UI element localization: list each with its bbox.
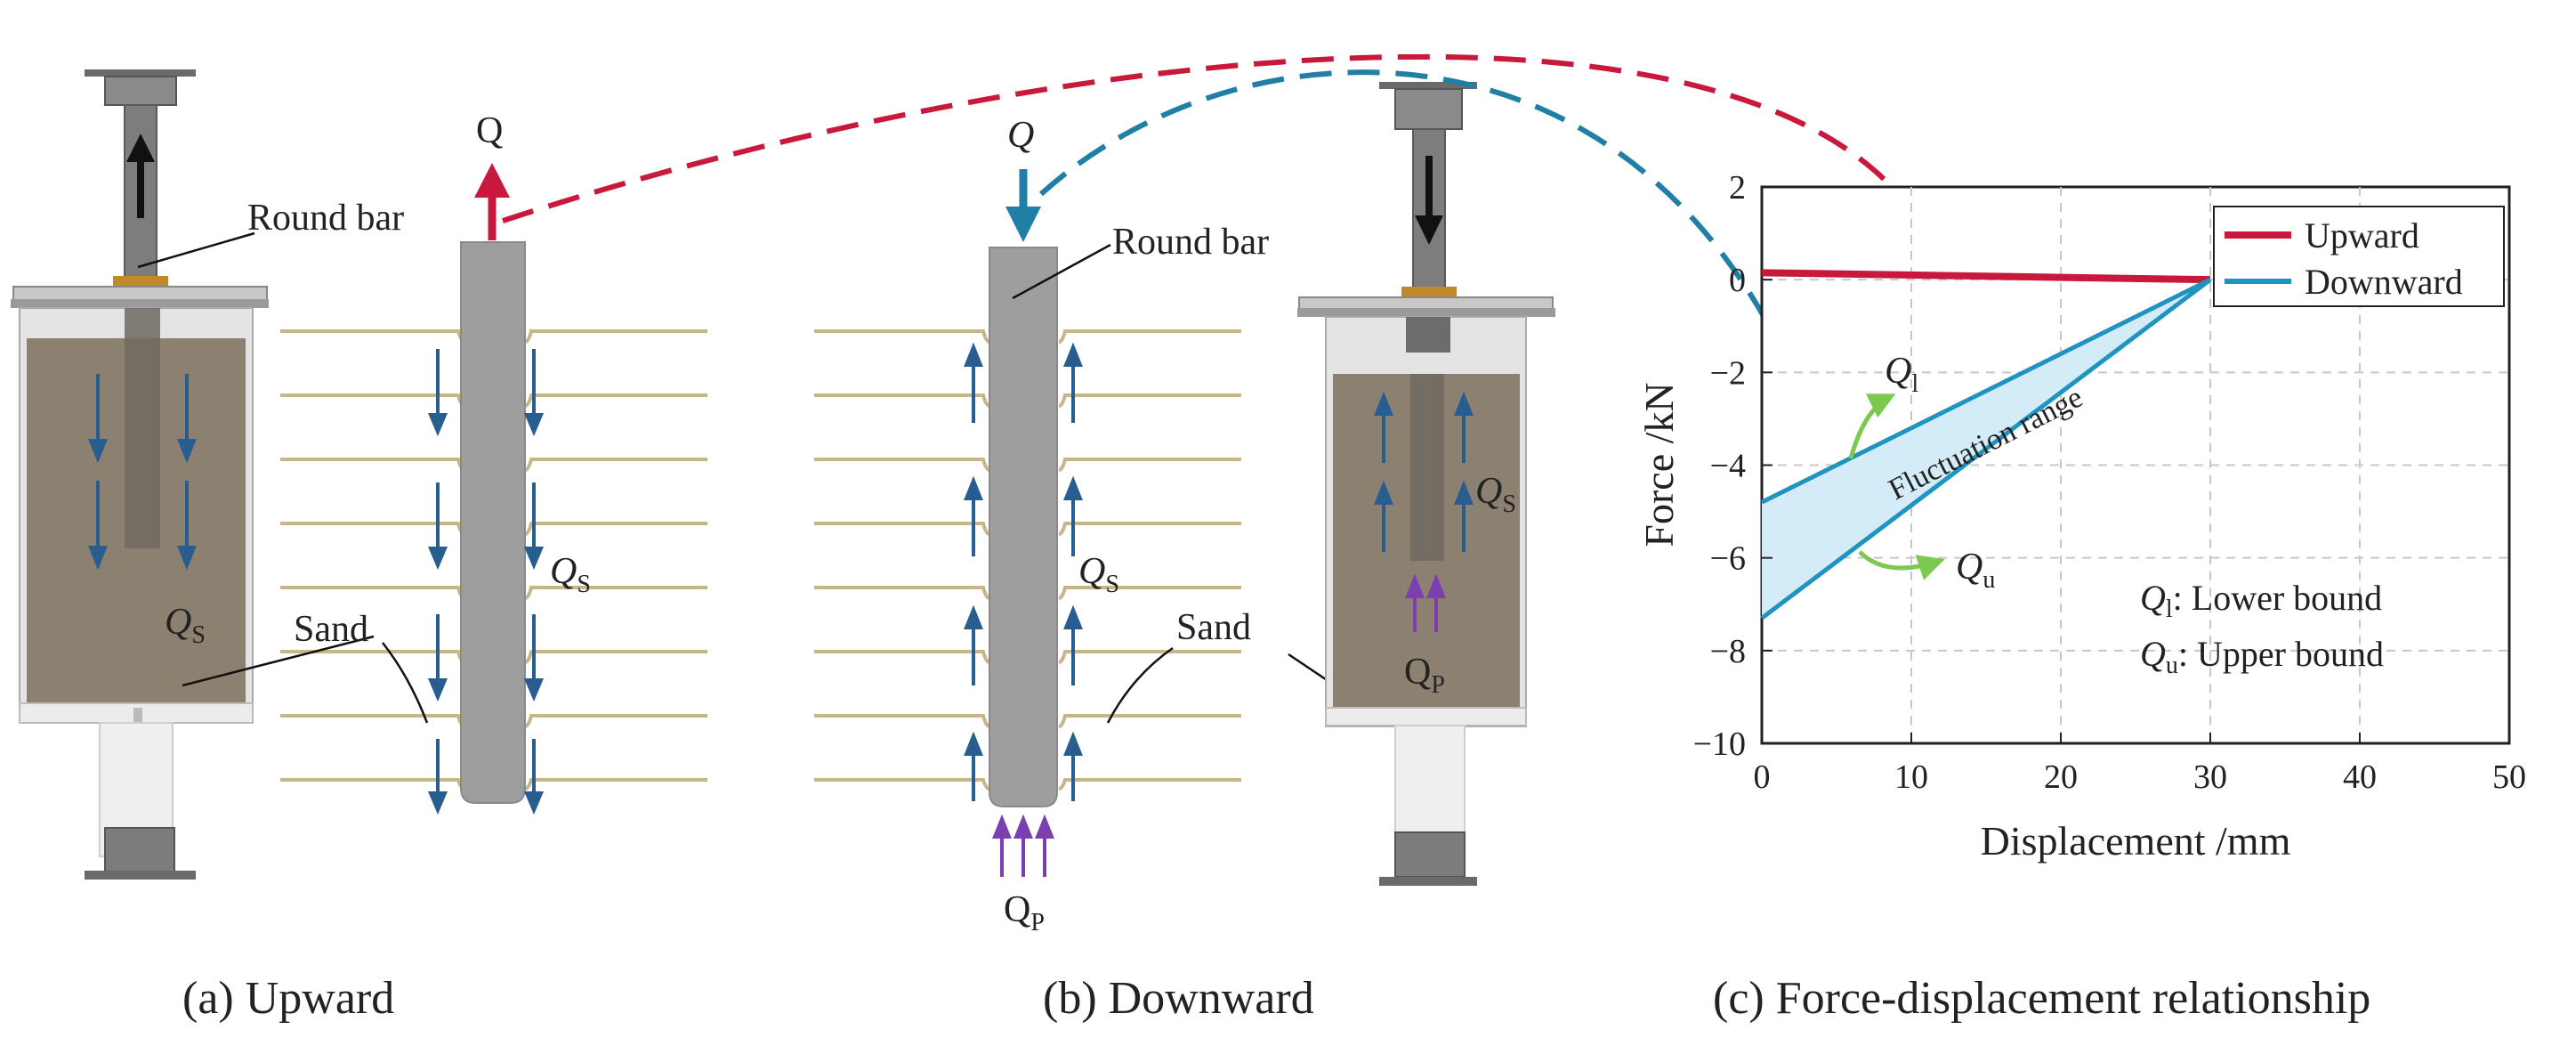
x-tick-label-0: 0 <box>1754 758 1771 796</box>
legend-upward: Upward <box>2305 215 2419 255</box>
qu-arrow <box>1858 550 1945 580</box>
legend: Upward Downward <box>2213 206 2505 307</box>
y-tick-label-6: −10 <box>1693 726 1746 763</box>
round-bar-label-b: Round bar <box>1112 222 1269 263</box>
y-tick-label-3: −4 <box>1710 448 1746 485</box>
base-resistance-label-b2: QP <box>1404 652 1445 699</box>
series-line-0 <box>1761 269 2211 284</box>
y-tick-label-1: 0 <box>1729 262 1746 299</box>
connector-upward <box>502 53 1945 268</box>
x-tick-label-4: 40 <box>2343 758 2377 796</box>
caption-b: (b) Downward <box>1043 973 1314 1024</box>
qu-label: Qu <box>1956 547 1995 594</box>
load-label-a: Q <box>476 110 503 151</box>
x-tick-label-2: 20 <box>2044 758 2078 796</box>
round-bar-a <box>460 241 526 804</box>
y-tick-label-0: 2 <box>1729 169 1746 207</box>
ql-definition: Ql: Lower bound <box>2140 578 2382 623</box>
ql-arrow <box>1848 393 1896 459</box>
series-line-2 <box>1760 278 2212 620</box>
load-arrow-down <box>1005 207 1041 242</box>
y-tick-label-5: −8 <box>1710 633 1746 670</box>
qu-definition: Qu: Upper bound <box>2140 634 2384 679</box>
data-series <box>1760 269 2212 620</box>
load-arrow-up <box>474 163 510 198</box>
x-tick-label-5: 50 <box>2492 758 2526 796</box>
shaft-friction-label-a1: QS <box>550 551 591 598</box>
y-tick-label-2: −2 <box>1710 354 1746 392</box>
apparatus-a <box>11 69 269 880</box>
x-tick-label-1: 10 <box>1894 758 1928 796</box>
base-resistance-label-b: QP <box>1004 889 1045 937</box>
sand-label-b: Sand <box>1176 607 1251 648</box>
shaft-friction-arrows-a <box>427 349 545 815</box>
x-tick-label-3: 30 <box>2193 758 2227 796</box>
shaft-friction-label-b: QS <box>1078 551 1119 598</box>
ql-label: Ql <box>1885 351 1918 398</box>
shaft-friction-arrows-b <box>964 342 1083 801</box>
y-tick-label-4: −6 <box>1710 540 1746 578</box>
shaft-friction-label-a2: QS <box>165 602 206 649</box>
series-line-1 <box>1760 277 2212 505</box>
panel-a-upward: Q Round bar Sand QS QS (a) Upward <box>11 69 707 1024</box>
round-bar-b <box>989 247 1058 807</box>
y-axis-title: Force /kN <box>1636 382 1682 547</box>
caption-a: (a) Upward <box>182 973 394 1024</box>
base-resistance-arrows-b <box>992 814 1054 877</box>
sand-label-a: Sand <box>294 609 368 650</box>
panel-b-downward: QP Q Round bar QS Sand <box>814 82 1555 1024</box>
apparatus-b <box>1297 82 1555 886</box>
x-axis-title: Displacement /mm <box>1981 818 2291 864</box>
legend-downward: Downward <box>2305 262 2463 302</box>
shaft-friction-label-b2: QS <box>1475 471 1516 518</box>
connector-downward <box>1038 69 1830 459</box>
round-bar-label-a: Round bar <box>247 198 404 239</box>
caption-c: (c) Force-displacement relationship <box>1713 973 2370 1024</box>
load-label-b: Q <box>1007 115 1034 156</box>
